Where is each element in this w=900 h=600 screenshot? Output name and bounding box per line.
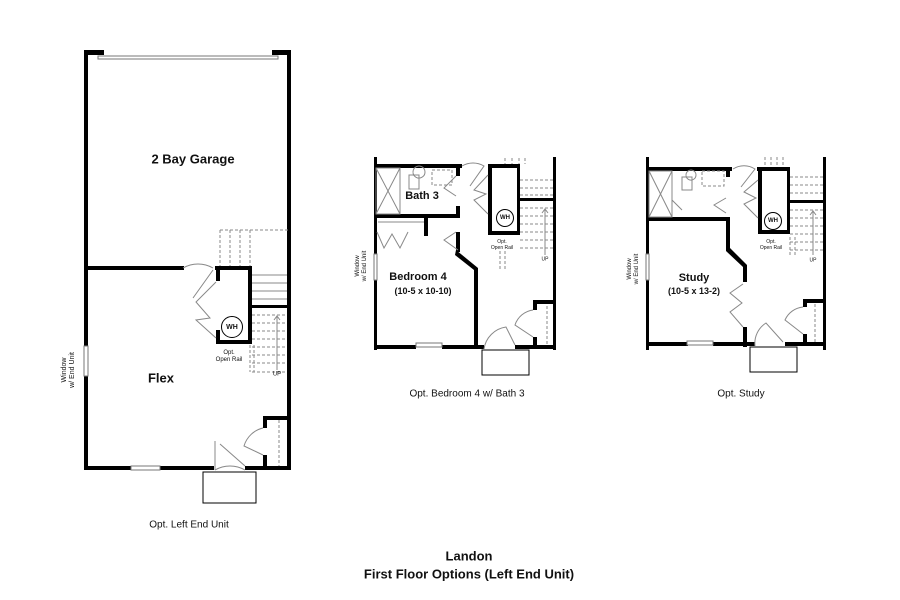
caption-left-end-unit: Opt. Left End Unit: [149, 519, 229, 531]
garage-door: [97, 55, 279, 60]
open-rail-label: Opt. Open Rail: [490, 239, 514, 251]
title-model-name: Landon: [445, 548, 493, 564]
plan-study: [645, 157, 826, 373]
plan-bedroom4-bath3: [373, 157, 556, 376]
garage-entry-door: [182, 263, 214, 299]
window-label: Window w/ End Unit: [61, 352, 76, 388]
up-label: UP: [809, 257, 817, 264]
window-label: Window w/ End Unit: [627, 253, 640, 285]
water-heater-label: WH: [221, 316, 243, 338]
caption-study: Opt. Study: [717, 388, 765, 400]
open-rail-label: Opt. Open Rail: [759, 239, 783, 251]
room-label-study: Study: [678, 272, 710, 284]
title-subtitle: First Floor Options (Left End Unit): [363, 566, 575, 582]
room-label-flex: Flex: [147, 370, 175, 386]
window: [83, 345, 89, 377]
up-arrow-icon: [273, 315, 281, 370]
room-label-bedroom: Bedroom 4: [389, 271, 447, 283]
up-label: UP: [541, 256, 549, 263]
water-heater-label: WH: [496, 209, 514, 227]
up-label: UP: [272, 371, 282, 378]
caption-bedroom4-bath3: Opt. Bedroom 4 w/ Bath 3: [409, 388, 525, 400]
entry-door: [214, 441, 246, 471]
open-rail-label: Opt. Open Rail: [215, 350, 243, 363]
bedroom-dimensions: (10-5 x 10-10): [394, 286, 452, 296]
closet-door: [243, 427, 264, 456]
porch: [202, 471, 257, 504]
plan-left-end-unit: [83, 50, 291, 504]
closet-bifold-door: [194, 281, 217, 339]
room-label-garage: 2 Bay Garage: [151, 151, 235, 167]
room-label-bath: Bath 3: [405, 190, 439, 202]
study-dimensions: (10-5 x 13-2): [667, 286, 721, 296]
water-heater-label: WH: [764, 212, 782, 230]
window: [130, 465, 161, 471]
window-label: Window w/ End Unit: [355, 250, 368, 282]
